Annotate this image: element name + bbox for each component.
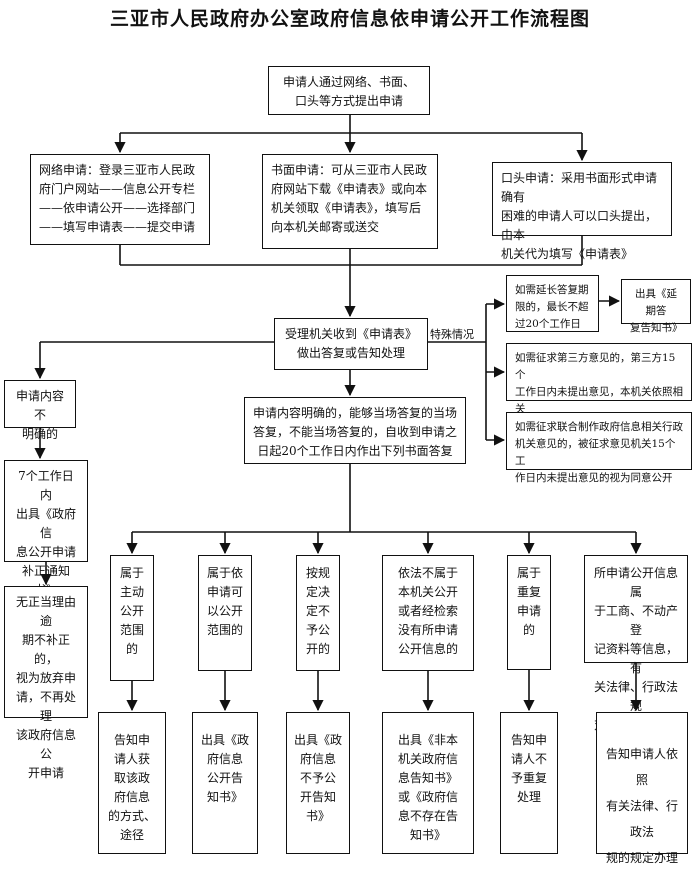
case-disclosable-on-request: 属于依 申请可 以公开 范围的 [198, 555, 252, 671]
start-box: 申请人通过网络、书面、 口头等方式提出申请 [268, 66, 430, 115]
case-active-disclosure: 属于 主动 公开 范围 的 [110, 555, 154, 681]
correction-notice-box: 7个工作日内 出具《政府信 息公开申请 补正通知书》 [4, 460, 88, 597]
result-not-this-agency-notice: 出具《非本 机关政府信 息告知书》 或《政府信 息不存在告 知书》 [382, 712, 474, 854]
oral-application-box: 口头申请：采用书面形式申请确有 困难的申请人可以口头提出，由本 机关代为填写《申… [492, 162, 672, 261]
third-party-opinion-box: 如需征求第三方意见的，第三方15个 工作日内未提出意见，本机关依照相关 规定决定… [506, 343, 692, 432]
receive-box: 受理机关收到《申请表》 做出答复或告知处理 [274, 318, 428, 370]
result-special-regulation: 告知申请人依照 有关法律、行政法 规的规定办理 [596, 712, 688, 865]
case-repeat-request: 属于 重复 申请 的 [507, 555, 551, 670]
page-title: 三亚市人民政府办公室政府信息依申请公开工作流程图 [109, 8, 590, 30]
unclear-request-box: 申请内容不 明确的 [4, 380, 76, 441]
case-special-regulation: 所申请公开信息属 于工商、不动产登 记资料等信息，有 关法律、行政法规 对信息的… [584, 555, 688, 770]
clear-request-box: 申请内容明确的，能够当场答复的当场 答复，不能当场答复的，自收到申请之 日起20… [244, 397, 466, 464]
result-repeat-request: 告知申 请人不 予重复 处理 [500, 712, 558, 854]
abandoned-request-box: 无正当理由逾 期不补正的， 视为放弃申 请，不再处理 该政府信息公 开申请 [4, 586, 88, 780]
online-application-box: 网络申请：登录三亚市人民政 府门户网站——信息公开专栏 ——依申请公开——选择部… [30, 154, 210, 245]
written-application-box: 书面申请：可从三亚市人民政 府网站下载《申请表》或向本 机关领取《申请表》，填写… [262, 154, 438, 249]
result-disclosure-notice: 出具《政 府信息 公开告 知书》 [192, 712, 258, 854]
case-not-this-agency: 依法不属于 本机关公开 或者经检索 没有所申请 公开信息的 [382, 555, 474, 671]
case-not-disclosed: 按规 定决 定不 予公 开的 [296, 555, 340, 671]
joint-agency-opinion-box: 如需征求联合制作政府信息相关行政 机关意见的，被征求意见机关15个工 作日内未提… [506, 412, 692, 484]
result-non-disclosure-notice: 出具《政 府信息 不予公 开告知 书》 [286, 712, 350, 854]
extend-deadline-box: 如需延长答复期 限的，最长不超 过20个工作日 [506, 275, 599, 332]
result-active-disclosure: 告知申 请人获 取该政 府信息 的方式、 途径 [98, 712, 166, 854]
extension-notice-box: 出具《延期答 复告知书》 [621, 279, 691, 334]
special-situation-label: 特殊情况 [430, 328, 474, 341]
